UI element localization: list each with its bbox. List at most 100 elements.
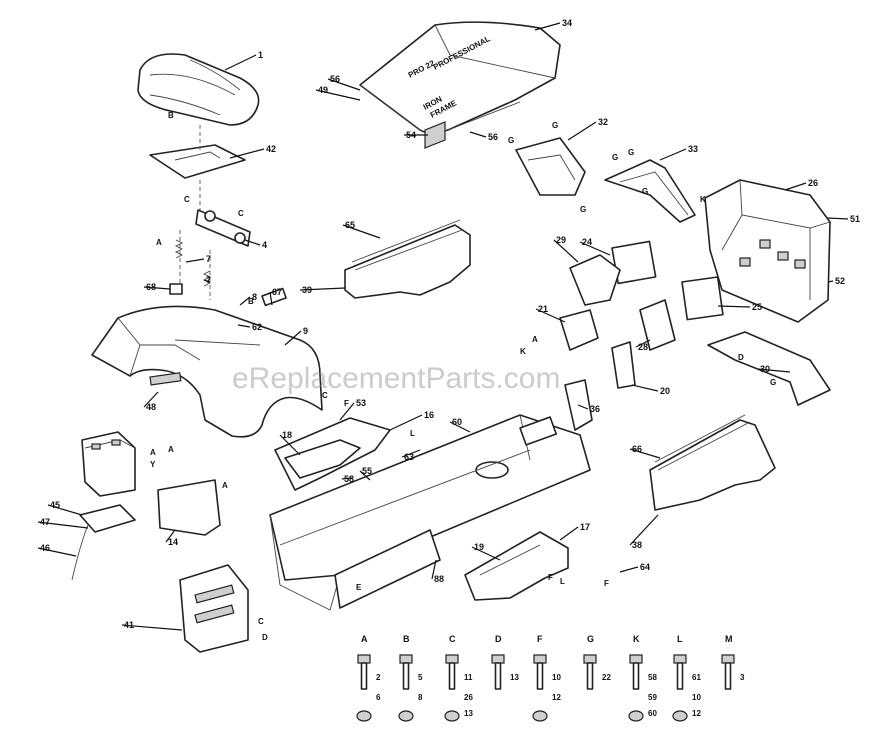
hardware-letter: B [248, 297, 254, 306]
nut-icon [444, 710, 460, 722]
leader-line [559, 526, 579, 541]
hardware-letter: K [520, 347, 526, 356]
leader-line [203, 279, 211, 283]
callout-number: 45 [50, 500, 60, 510]
callout-number: 54 [406, 130, 416, 140]
callout-number: 33 [688, 144, 698, 154]
nut-icon [532, 710, 548, 722]
callout-number: 60 [452, 417, 462, 427]
bolt-shank-icon [536, 662, 544, 690]
legend-item-m: M3 [721, 634, 745, 690]
hardware-letter: G [508, 136, 514, 145]
callout-number: 51 [850, 214, 860, 224]
leader-line [629, 514, 659, 546]
leader-line [327, 78, 361, 91]
callout-c51: 51 [827, 214, 860, 224]
leader-line [47, 504, 83, 516]
callout-c67: 67 [269, 287, 282, 306]
leader-line [185, 258, 205, 263]
callout-c41: 41 [121, 620, 183, 631]
legend-part-number: 22 [602, 673, 611, 682]
callout-c30: 30 [757, 364, 791, 374]
leader-line [717, 305, 751, 308]
pedal-plate-detail [479, 544, 541, 576]
callout-number: 17 [580, 522, 590, 532]
callout-c36: 36 [577, 404, 600, 414]
callout-c55: 55 [359, 466, 372, 481]
nut-icon [672, 710, 688, 722]
legend-part-number: 10 [692, 693, 701, 702]
callout-c56b: 56 [469, 131, 498, 142]
callout-number: 19 [474, 542, 484, 552]
bracket-21 [559, 309, 599, 351]
hardware-letter: L [410, 429, 415, 438]
leader-line [269, 291, 273, 306]
callout-number: 55 [362, 466, 372, 476]
hardware-letter: G [642, 187, 648, 196]
bolt-shank-icon [586, 662, 594, 690]
leader-line [389, 414, 423, 431]
bracket-20 [611, 341, 636, 389]
legend-part-number: 5 [418, 673, 423, 682]
callout-c29: 29 [553, 235, 579, 263]
hardware-letter: G [552, 121, 558, 130]
callout-c68: 68 [143, 282, 171, 292]
leader-line [449, 421, 471, 433]
hardware-letter: A [150, 448, 156, 457]
nut-icon [628, 710, 644, 722]
leader-line [567, 121, 597, 141]
callout-c28: 28 [635, 339, 651, 352]
battery-tray-45 [79, 504, 136, 533]
legend-part-number: 13 [510, 673, 519, 682]
callout-number: 52 [835, 276, 845, 286]
callout-number: 24 [582, 237, 592, 247]
bolt-shank-icon [402, 662, 410, 690]
bolt-head-icon [357, 654, 371, 664]
callout-c49: 49 [315, 85, 361, 101]
main-frame-part [269, 414, 591, 611]
bolt-head-icon [721, 654, 735, 664]
running-board-66 [649, 414, 776, 511]
hardware-letter: A [532, 335, 538, 344]
leader-line [121, 624, 183, 631]
hardware-letter: A [156, 238, 162, 247]
bolt-shank-icon [494, 662, 502, 690]
hardware-letter: F [344, 399, 349, 408]
hardware-letter: G [612, 153, 618, 162]
callout-number: 1 [258, 50, 263, 60]
leader-line [341, 477, 353, 480]
legend-letter: L [677, 634, 683, 644]
hardware-letter: G [770, 378, 776, 387]
bolt-shank-icon [676, 662, 684, 690]
leader-line [143, 391, 159, 408]
callout-number: 16 [424, 410, 434, 420]
callout-c21: 21 [535, 304, 566, 323]
hardware-letter: K [700, 195, 706, 204]
leader-line [827, 280, 834, 283]
footrest-18 [284, 439, 361, 479]
callout-c65: 65 [342, 220, 381, 239]
callout-c64: 64 [619, 562, 650, 573]
nut-icon [356, 710, 372, 722]
callout-number: 64 [640, 562, 650, 572]
callout-c46: 46 [37, 543, 77, 557]
callout-c7b: 7 [203, 275, 211, 285]
legend-letter: A [361, 634, 368, 644]
callout-number: 18 [282, 430, 292, 440]
hardware-letter: D [738, 353, 744, 362]
leader-line [239, 296, 251, 306]
hardware-letter: G [580, 205, 586, 214]
legend-letter: M [725, 634, 733, 644]
legend-part-number: 8 [418, 693, 423, 702]
legend-part-number: 10 [552, 673, 561, 682]
hardware-letter: G [628, 148, 634, 157]
pedal-plate-17 [464, 531, 569, 601]
bolt-shank-icon [360, 662, 368, 690]
hardware-letter: Y [150, 460, 156, 469]
legend-item-g: G22 [583, 634, 611, 690]
